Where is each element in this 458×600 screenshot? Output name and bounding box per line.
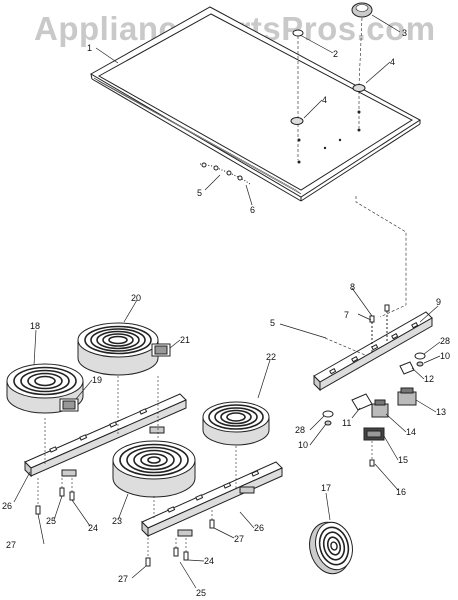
callout-c4a: 4 [390,57,395,67]
plate-11 [351,393,373,411]
callout-c23: 23 [112,516,122,526]
radiant-element-18 [6,363,84,414]
callout-c25a: 25 [46,516,56,526]
lower-mounting-bracket [141,461,283,538]
washer-2 [292,29,304,37]
callout-c24a: 24 [88,523,98,533]
terminal-block-15 [363,427,385,441]
callout-c13: 13 [436,407,446,417]
switch-13 [397,387,417,406]
radiant-element-23 [112,440,196,498]
left-mounting-bracket [24,393,187,478]
callout-c27b: 27 [234,534,244,544]
radiant-element-22 [202,401,270,446]
callout-c25b: 25 [196,588,206,598]
callout-c1: 1 [87,43,92,53]
callout-c21: 21 [180,335,190,345]
callout-c10a: 10 [440,351,450,361]
control-knob [351,2,373,18]
callout-c4b: 4 [322,95,327,105]
clip-12 [399,361,415,375]
callout-c8: 8 [350,282,355,292]
screws-lower [35,376,237,567]
callout-c27c: 27 [118,574,128,584]
assembly-lines-top [297,17,363,160]
cooktop-glass [89,6,421,202]
grommet-4b [352,84,366,92]
callout-c3: 3 [402,28,407,38]
callout-c18: 18 [30,321,40,331]
callout-c28b: 28 [295,425,305,435]
washers-right [322,352,426,426]
leader-lines [13,14,441,589]
radiant-element-20 [77,322,171,376]
callout-c2: 2 [333,49,338,59]
trim-strip [199,162,251,185]
callout-c24b: 24 [204,556,214,566]
callout-c6: 6 [250,205,255,215]
callout-c14: 14 [406,427,416,437]
callout-c16: 16 [396,487,406,497]
callout-c11: 11 [342,418,351,428]
callout-c5a: 5 [197,188,202,198]
zigzag-connector [355,196,407,318]
callout-c9: 9 [436,297,441,307]
screws-7-8 [369,304,390,352]
callout-labels: 1 2 3 4 4 5 6 7 8 9 5 28 10 12 13 14 11 … [2,28,450,598]
grommet-4a [290,117,304,125]
switch-14 [371,399,389,418]
callout-c7: 7 [344,310,349,320]
callout-c12: 12 [424,374,434,384]
callout-c15: 15 [398,455,408,465]
callout-c17: 17 [321,483,331,493]
radiant-element-17 [309,521,353,575]
callout-c26a: 26 [2,501,12,511]
callout-c20: 20 [131,293,141,303]
callout-c26b: 26 [254,523,264,533]
callout-c28a: 28 [440,336,450,346]
callout-c19: 19 [92,375,102,385]
callout-c27a: 27 [6,540,16,550]
callout-c5b: 5 [270,318,275,328]
callout-c10b: 10 [298,440,308,450]
callout-c22: 22 [266,352,276,362]
right-mounting-bracket [313,311,433,392]
